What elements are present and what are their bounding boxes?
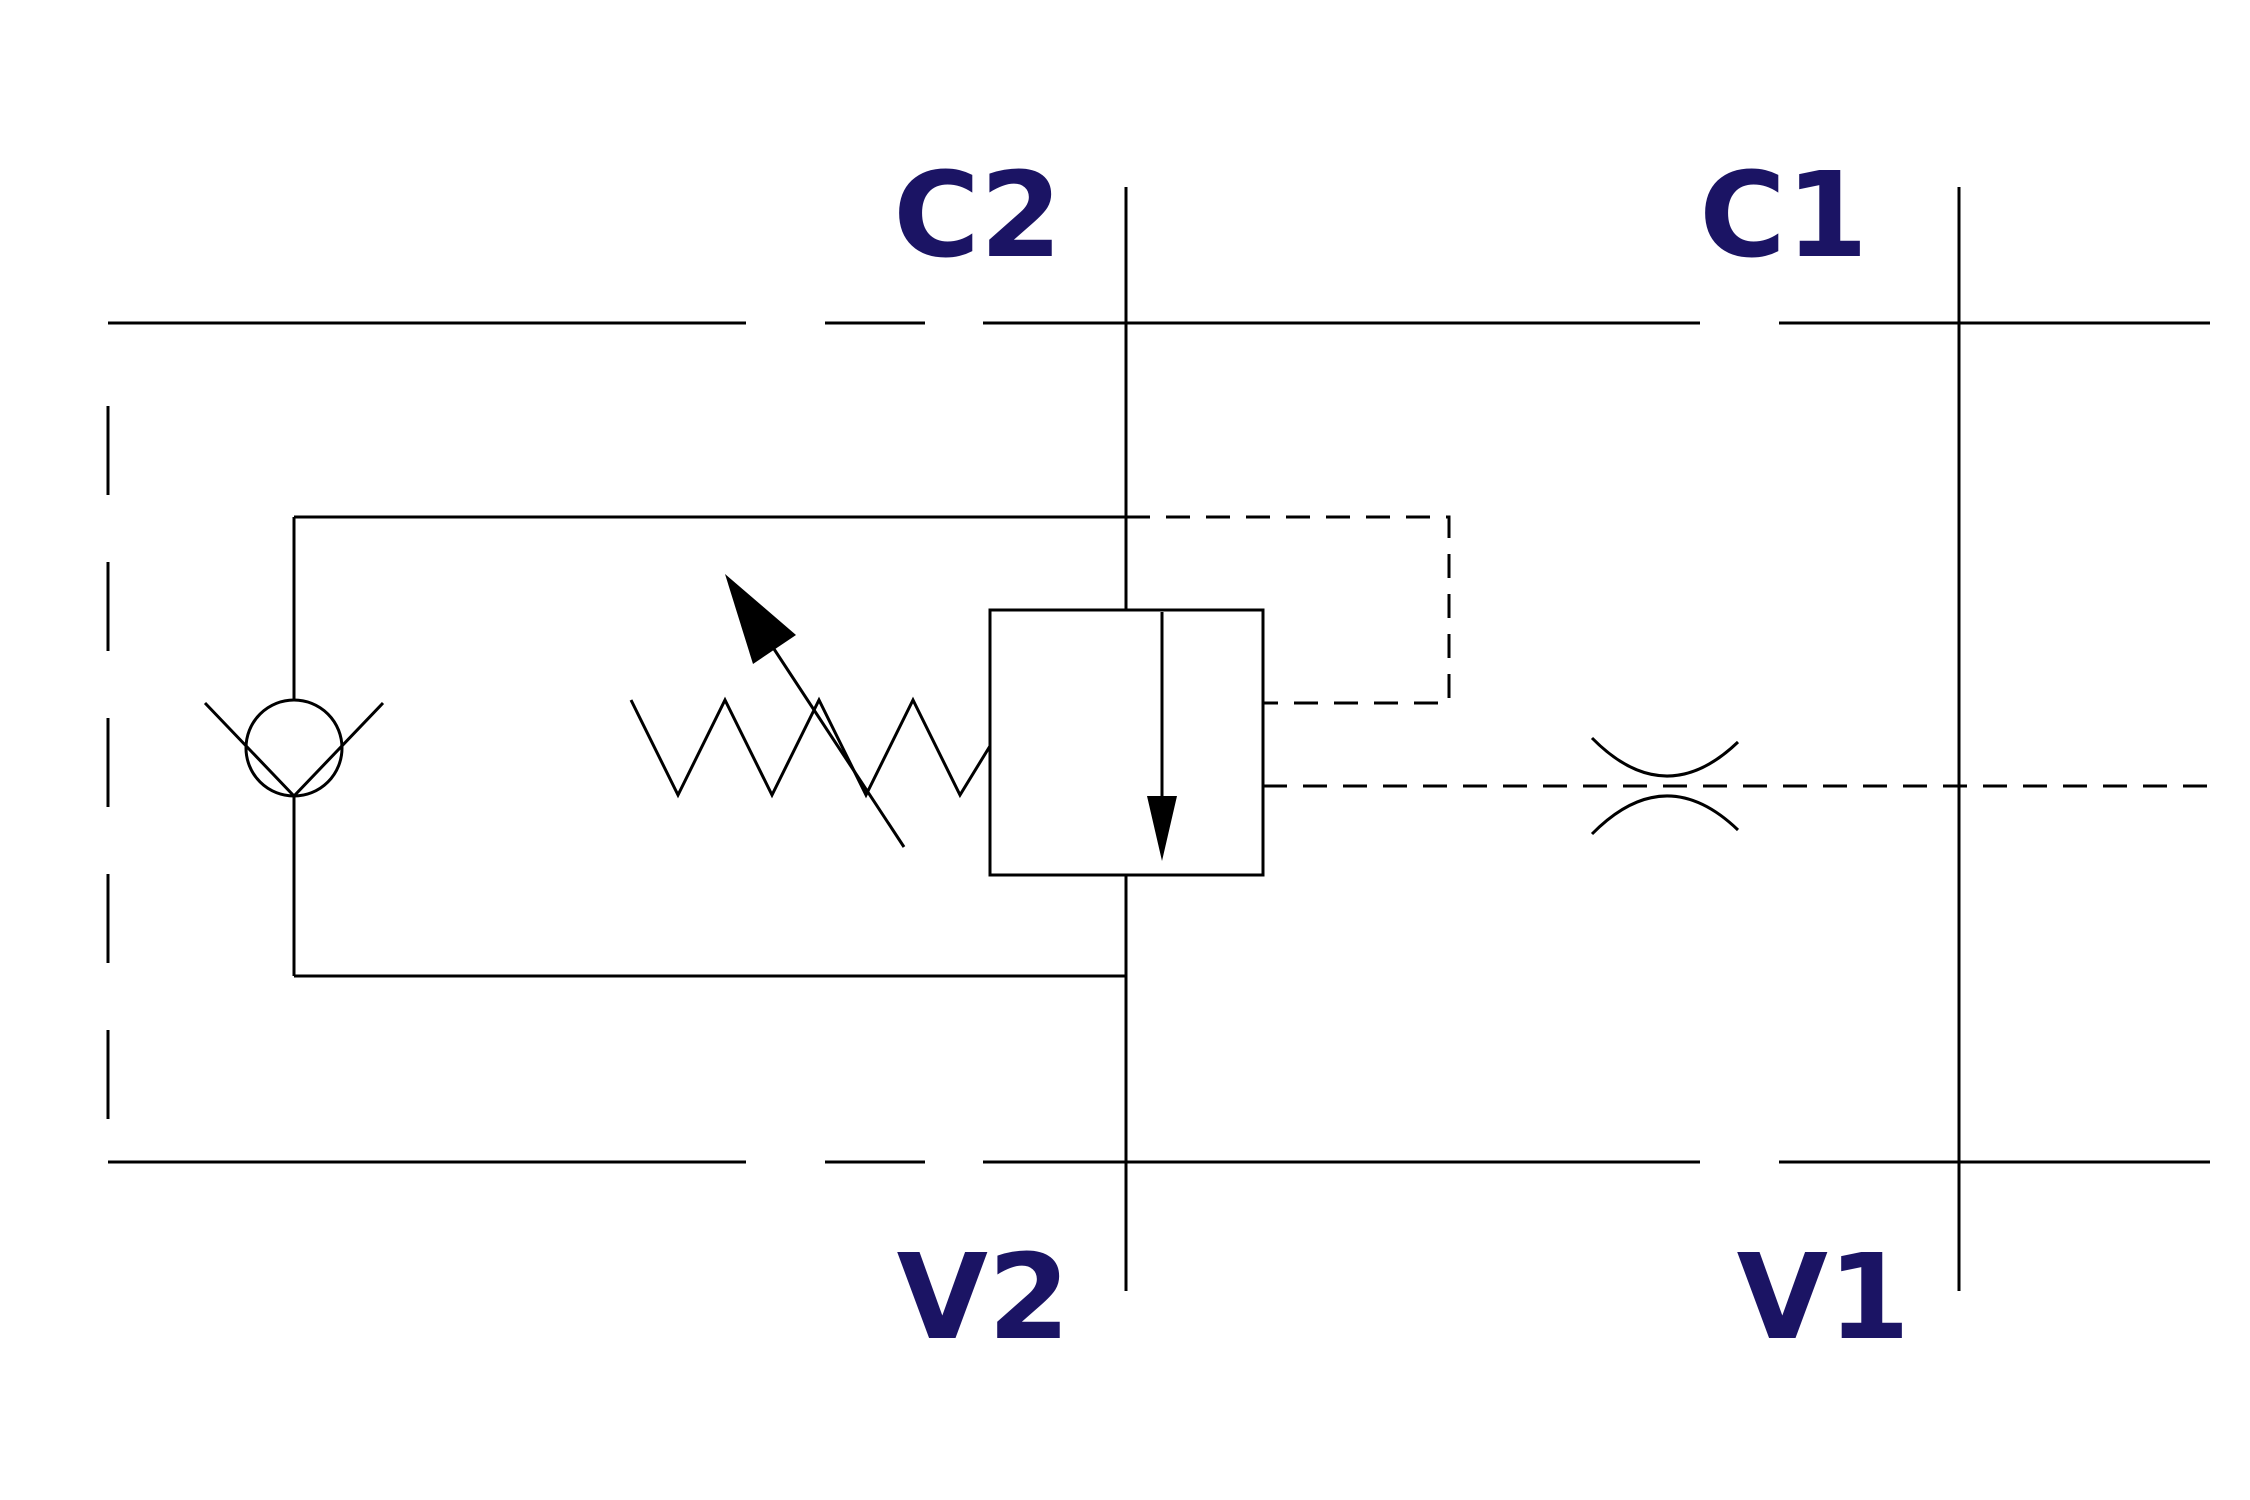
- port-labels: C2 C1 V2 V1: [893, 146, 1910, 1366]
- port-label-v1: V1: [1737, 1228, 1910, 1366]
- orifice-lower-arc-icon: [1590, 794, 1740, 836]
- orifice-symbol: [1590, 736, 1740, 836]
- adjustment-arrowhead-icon: [725, 574, 796, 664]
- orifice-upper-arc-icon: [1590, 736, 1740, 778]
- spring-symbol: [629, 696, 992, 799]
- port-label-c1: C1: [1699, 146, 1868, 284]
- relief-valve-box: [988, 608, 1265, 877]
- flow-arrowhead-icon: [1147, 796, 1177, 861]
- valve-body-boundary: [106, 321, 2210, 1164]
- port-label-c2: C2: [893, 146, 1062, 284]
- pilot-line-upper-path: [1126, 515, 1451, 705]
- check-valve-symbol: [203, 698, 385, 798]
- check-valve-seat-left: [203, 701, 296, 798]
- valve-envelope-box: [988, 608, 1265, 877]
- adjustment-arrow: [725, 574, 906, 848]
- check-valve-seat-right: [292, 701, 385, 798]
- check-valve-ball-icon: [244, 698, 344, 798]
- pilot-line-upper: [1126, 515, 1451, 705]
- spring-zigzag-icon: [629, 696, 992, 799]
- adjustment-arrow-shaft: [772, 648, 906, 848]
- bypass-loop: [292, 515, 1126, 978]
- port-label-v2: V2: [897, 1228, 1070, 1366]
